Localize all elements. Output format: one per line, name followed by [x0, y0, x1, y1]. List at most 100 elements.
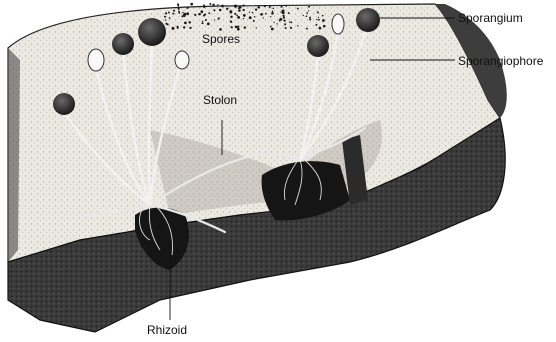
spore-dot	[273, 8, 275, 10]
spore-dot	[284, 20, 286, 22]
spore-dot	[238, 9, 241, 12]
spore-dot	[187, 7, 189, 9]
spore-dot	[253, 20, 255, 22]
spore-dot	[178, 5, 180, 7]
spore-dot	[317, 11, 319, 13]
spore-dot	[271, 12, 274, 15]
spore-dot	[200, 10, 203, 13]
spore-dot	[279, 18, 282, 21]
spore-dot	[172, 27, 175, 30]
sporangium-head	[307, 35, 329, 57]
spore-dot	[231, 26, 233, 28]
young-sporangium	[88, 49, 104, 71]
spore-dot	[207, 23, 210, 26]
spore-dot	[167, 23, 169, 25]
spore-dot	[236, 15, 238, 17]
spore-dot	[238, 26, 239, 27]
spore-dot	[263, 17, 264, 18]
spore-dot	[289, 21, 291, 23]
spore-dot	[252, 12, 253, 13]
spore-dot	[218, 17, 220, 19]
spore-dot	[323, 25, 326, 28]
spore-dot	[212, 4, 214, 6]
label-sporangiophore: Sporangiophore	[458, 54, 544, 68]
spore-dot	[184, 22, 187, 25]
spore-dot	[254, 16, 256, 18]
spore-dot	[219, 9, 222, 12]
spore-dot	[243, 18, 244, 19]
spore-dot	[205, 19, 207, 21]
spore-dot	[242, 5, 244, 7]
spore-dot	[306, 15, 308, 17]
label-rhizoid: Rhizoid	[147, 323, 187, 337]
spore-dot	[238, 7, 240, 9]
spore-dot	[173, 10, 175, 12]
spore-dot	[271, 28, 274, 31]
spore-dot	[213, 9, 215, 11]
spore-dot	[204, 13, 206, 15]
spore-dot	[188, 21, 190, 23]
spore-dot	[283, 17, 285, 19]
spore-dot	[237, 28, 240, 31]
spore-dot	[217, 4, 218, 5]
spore-dot	[306, 12, 308, 14]
spore-dot	[319, 27, 322, 30]
spore-dot	[244, 26, 246, 28]
spore-dot	[214, 19, 215, 20]
spore-dot	[202, 21, 203, 22]
sporangium-head	[138, 18, 166, 46]
spore-dot	[264, 5, 266, 7]
spore-dot	[322, 15, 324, 17]
label-spores: Spores	[202, 32, 240, 46]
spore-dot	[183, 13, 186, 16]
spore-dot	[265, 13, 267, 15]
spore-dot	[208, 12, 210, 14]
spore-dot	[318, 17, 319, 18]
spore-dot	[272, 11, 274, 13]
spore-dot	[306, 28, 308, 30]
spore-dot	[284, 23, 286, 25]
spore-dot	[219, 28, 222, 31]
spore-dot	[249, 16, 252, 19]
spore-dot	[308, 6, 310, 8]
young-sporangium	[332, 14, 344, 34]
spore-dot	[308, 10, 309, 11]
spore-dot	[276, 23, 277, 24]
spore-dot	[270, 16, 271, 17]
spore-dot	[280, 12, 281, 13]
spore-dot	[230, 16, 232, 18]
spore-dot	[285, 5, 287, 7]
spore-dot	[201, 22, 203, 24]
spore-dot	[288, 12, 290, 14]
spore-dot	[255, 8, 257, 10]
spore-dot	[270, 26, 272, 28]
spore-dot	[203, 4, 205, 6]
spore-dot	[323, 20, 324, 21]
spore-dot	[169, 17, 171, 19]
spore-dot	[164, 16, 166, 18]
spore-dot	[186, 12, 189, 15]
spore-dot	[297, 25, 298, 26]
spore-dot	[315, 24, 317, 26]
spore-dot	[183, 26, 185, 28]
spore-dot	[318, 19, 320, 21]
spore-dot	[165, 12, 167, 14]
spore-dot	[303, 15, 304, 16]
bread-crust-edge-left	[8, 48, 20, 262]
spore-dot	[237, 16, 240, 19]
spore-dot	[182, 12, 183, 13]
spore-dot	[190, 3, 193, 6]
spore-dot	[230, 11, 233, 14]
spore-dot	[234, 5, 237, 8]
spore-dot	[168, 11, 170, 13]
spore-dot	[165, 19, 166, 20]
spore-dot	[172, 13, 174, 15]
spore-dot	[316, 19, 317, 20]
sporangium-head	[112, 33, 134, 55]
spore-dot	[203, 6, 205, 8]
label-stolon: Stolon	[203, 93, 237, 107]
spore-dot	[243, 9, 245, 11]
spore-dot	[243, 14, 245, 16]
spore-dot	[200, 13, 201, 14]
